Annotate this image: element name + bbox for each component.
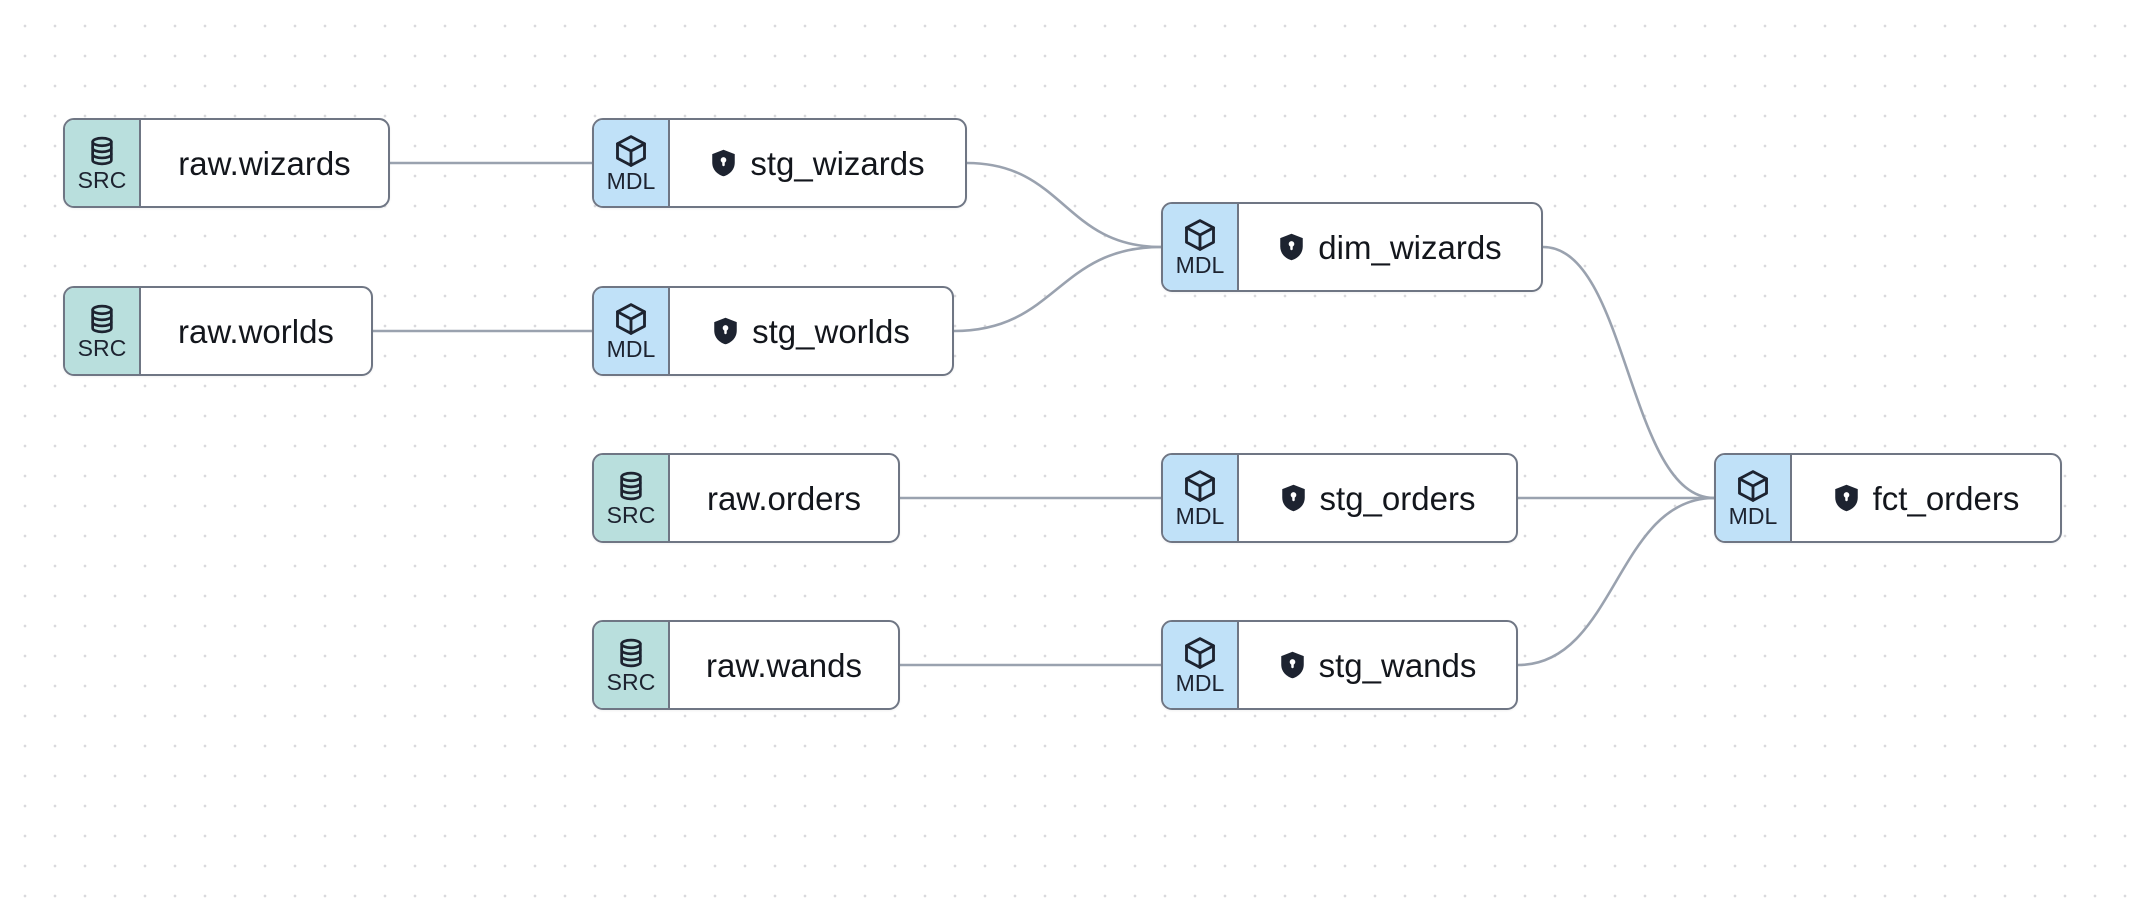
node-type-badge-raw_orders: SRC	[594, 455, 670, 541]
node-type-badge-stg_wizards: MDL	[594, 120, 670, 206]
lineage-node-stg_wizards[interactable]: MDL stg_wizards	[592, 118, 967, 208]
cube-icon	[1185, 637, 1215, 669]
database-icon	[620, 471, 642, 501]
database-icon	[620, 638, 642, 668]
cube-icon	[1738, 470, 1768, 502]
shield-lock-icon	[714, 317, 737, 345]
cube-icon	[1185, 470, 1215, 502]
node-type-badge-label: MDL	[1175, 252, 1225, 278]
node-body-raw_orders: raw.orders	[670, 455, 898, 541]
lineage-node-raw_wizards[interactable]: SRC raw.wizards	[63, 118, 390, 208]
lineage-node-stg_orders[interactable]: MDL stg_orders	[1161, 453, 1518, 543]
cube-icon	[1185, 219, 1215, 251]
node-type-badge-raw_wizards: SRC	[65, 120, 141, 206]
shield-lock-icon	[1280, 651, 1304, 679]
node-type-badge-fct_orders: MDL	[1716, 455, 1792, 541]
node-label: raw.worlds	[178, 312, 334, 350]
node-label: stg_worlds	[752, 312, 910, 350]
node-type-badge-label: MDL	[606, 336, 656, 362]
node-label: fct_orders	[1872, 479, 2020, 517]
node-label: stg_wands	[1318, 646, 1477, 684]
node-type-badge-label: MDL	[1175, 670, 1225, 696]
node-label: stg_orders	[1319, 479, 1476, 517]
lineage-node-raw_orders[interactable]: SRC raw.orders	[592, 453, 900, 543]
lineage-edge-stg_wands-to-fct_orders[interactable]	[1516, 496, 1716, 667]
database-icon	[91, 136, 113, 166]
shield-lock-icon	[712, 149, 736, 177]
node-type-badge-raw_worlds: SRC	[65, 288, 141, 374]
node-type-badge-label: SRC	[606, 502, 656, 528]
node-type-badge-raw_wands: SRC	[594, 622, 670, 708]
node-label: dim_wizards	[1318, 228, 1502, 266]
lineage-node-stg_worlds[interactable]: MDL stg_worlds	[592, 286, 954, 376]
lineage-node-stg_wands[interactable]: MDL stg_wands	[1161, 620, 1518, 710]
node-body-raw_worlds: raw.worlds	[141, 288, 371, 374]
lineage-node-dim_wizards[interactable]: MDL dim_wizards	[1161, 202, 1543, 292]
node-body-stg_wizards: stg_wizards	[670, 120, 965, 206]
cube-icon	[616, 135, 646, 167]
node-type-badge-label: MDL	[606, 168, 656, 194]
node-body-raw_wizards: raw.wizards	[141, 120, 388, 206]
node-type-badge-dim_wizards: MDL	[1163, 204, 1239, 290]
node-type-badge-label: SRC	[606, 669, 656, 695]
node-body-raw_wands: raw.wands	[670, 622, 898, 708]
node-type-badge-label: SRC	[77, 167, 127, 193]
lineage-edge-stg_worlds-to-dim_wizards[interactable]	[952, 245, 1163, 333]
shield-lock-icon	[1281, 484, 1305, 512]
database-icon	[91, 304, 113, 334]
node-body-stg_worlds: stg_worlds	[670, 288, 952, 374]
node-type-badge-stg_worlds: MDL	[594, 288, 670, 374]
node-type-badge-stg_wands: MDL	[1163, 622, 1239, 708]
lineage-node-raw_worlds[interactable]: SRC raw.worlds	[63, 286, 373, 376]
lineage-edge-dim_wizards-to-fct_orders[interactable]	[1541, 245, 1716, 500]
node-type-badge-label: SRC	[77, 335, 127, 361]
shield-lock-icon	[1280, 233, 1304, 261]
shield-lock-icon	[1834, 484, 1858, 512]
node-body-stg_wands: stg_wands	[1239, 622, 1516, 708]
node-body-stg_orders: stg_orders	[1239, 455, 1516, 541]
lineage-node-raw_wands[interactable]: SRC raw.wands	[592, 620, 900, 710]
cube-icon	[616, 303, 646, 335]
node-label: raw.wizards	[178, 144, 351, 182]
node-label: raw.orders	[706, 479, 862, 517]
node-label: stg_wizards	[750, 144, 925, 182]
lineage-edge-stg_wizards-to-dim_wizards[interactable]	[965, 161, 1163, 249]
node-body-dim_wizards: dim_wizards	[1239, 204, 1541, 290]
node-label: raw.wands	[706, 646, 862, 684]
node-body-fct_orders: fct_orders	[1792, 455, 2060, 541]
lineage-node-fct_orders[interactable]: MDL fct_orders	[1714, 453, 2062, 543]
node-type-badge-label: MDL	[1175, 503, 1225, 529]
node-type-badge-stg_orders: MDL	[1163, 455, 1239, 541]
node-type-badge-label: MDL	[1728, 503, 1778, 529]
